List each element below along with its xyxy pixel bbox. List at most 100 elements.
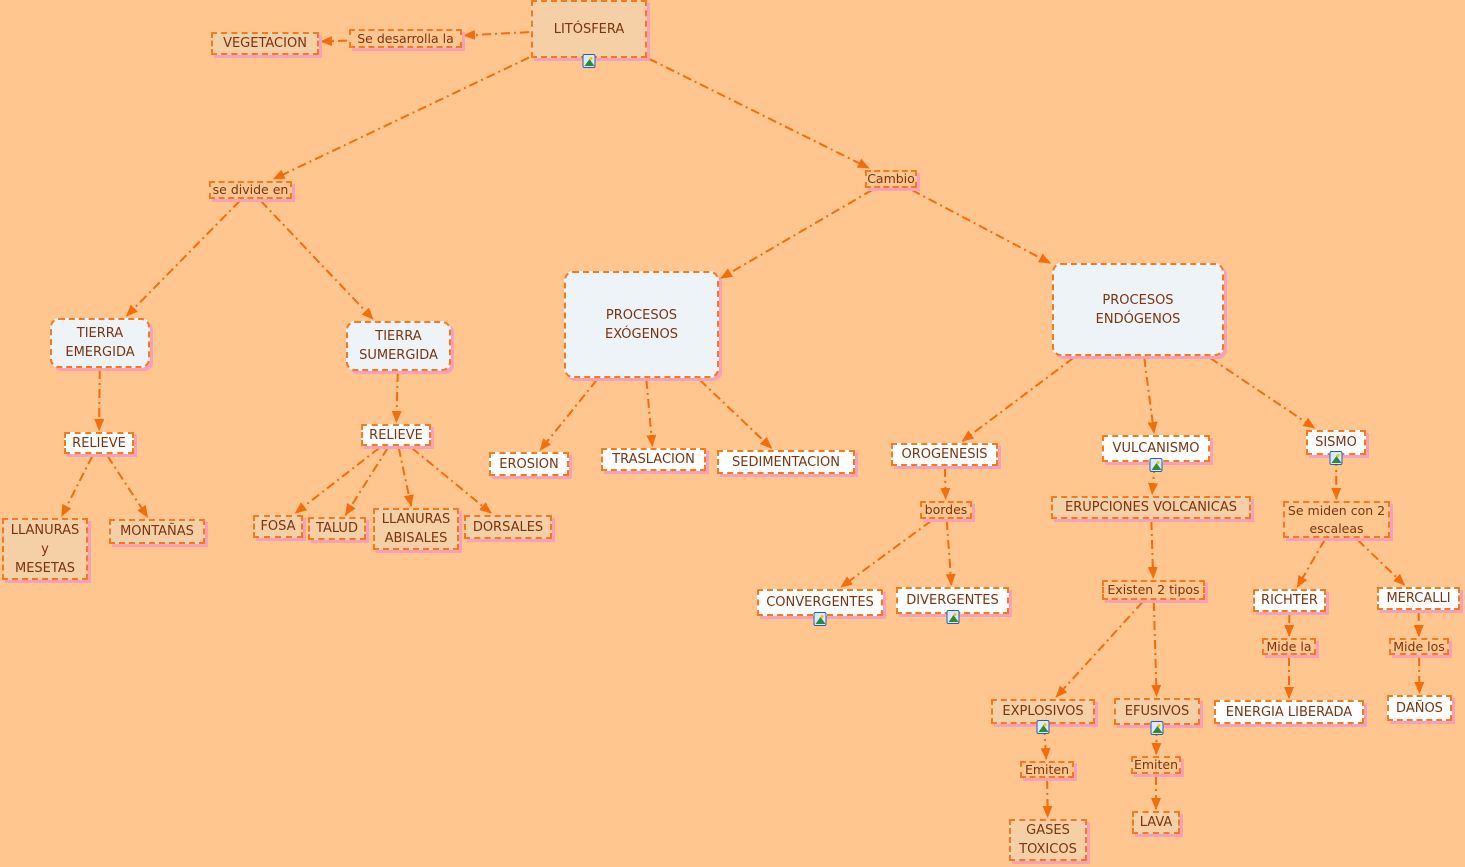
node-label: Emiten xyxy=(1024,761,1070,777)
concept-node-richter[interactable]: RICHTER xyxy=(1253,589,1326,612)
node-label: RELIEVE xyxy=(369,427,423,443)
arrow-exogenos-to-sedimentacion xyxy=(699,379,773,449)
concept-node-danos[interactable]: DAÑOS xyxy=(1387,695,1452,721)
node-label: SISMO xyxy=(1315,435,1357,450)
concept-node-vulcanismo[interactable]: VULCANISMO xyxy=(1102,435,1210,472)
arrow-litosfera-to-cambio xyxy=(648,57,870,169)
image-attachment-icon[interactable] xyxy=(1149,458,1163,472)
linking-phrase-midela[interactable]: Mide la xyxy=(1262,638,1316,655)
arrow-relieve1-to-montanas xyxy=(106,455,149,518)
arrow-divide-to-sumergida xyxy=(260,200,374,320)
arrow-orogenesis-to-bordes xyxy=(940,467,951,500)
concept-node-gases[interactable]: GASES TOXICOS xyxy=(1009,819,1087,861)
concept-node-dorsales[interactable]: DORSALES xyxy=(464,515,552,539)
image-attachment-icon[interactable] xyxy=(946,610,959,624)
node-label: Mide los xyxy=(1393,638,1445,654)
node-label: TIERRA EMERGIDA xyxy=(65,326,135,360)
node-label: TIERRA SUMERGIDA xyxy=(359,329,438,363)
node-label: DORSALES xyxy=(472,519,544,535)
node-label: ERUPCIONES VOLCANICAS xyxy=(1065,500,1237,515)
concept-node-explosivos[interactable]: EXPLOSIVOS xyxy=(991,699,1095,734)
node-label: Emiten xyxy=(1133,757,1179,772)
concept-node-divergentes[interactable]: DIVERGENTES xyxy=(896,587,1009,624)
concept-node-sedimentacion[interactable]: SEDIMENTACION xyxy=(717,450,855,474)
concept-node-energia[interactable]: ENERGIA LIBERADA xyxy=(1214,700,1364,724)
concept-node-mercalli[interactable]: MERCALLI xyxy=(1377,587,1460,610)
concept-node-exogenos[interactable]: PROCESOS EXÓGENOS xyxy=(564,271,719,378)
node-label: LITÓSFERA xyxy=(553,21,625,37)
node-label: EROSION xyxy=(499,456,559,472)
arrow-exogenos-to-traslacion xyxy=(645,379,657,447)
linking-phrase-semiden[interactable]: Se miden con 2 escaleas xyxy=(1283,501,1390,538)
arrow-endogenos-to-orogenesis xyxy=(961,357,1074,442)
concept-node-erosion[interactable]: EROSION xyxy=(489,452,569,476)
node-label: Existen 2 tipos xyxy=(1107,582,1200,597)
linking-phrase-emiten2[interactable]: Emiten xyxy=(1131,756,1181,774)
arrow-endogenos-to-sismo xyxy=(1209,357,1316,429)
concept-node-endogenos[interactable]: PROCESOS ENDÓGENOS xyxy=(1052,263,1224,356)
node-label: LAVA xyxy=(1139,815,1173,830)
arrow-semiden-to-richter xyxy=(1296,539,1326,588)
node-label: VULCANISMO xyxy=(1112,441,1200,456)
arrow-erupciones-to-existen xyxy=(1147,520,1158,579)
concept-node-fosa[interactable]: FOSA xyxy=(253,515,303,538)
node-label: PROCESOS ENDÓGENOS xyxy=(1095,292,1181,327)
node-label: Cambio xyxy=(867,171,915,186)
concept-node-sumergida[interactable]: TIERRA SUMERGIDA xyxy=(346,321,451,371)
concept-node-vegetacion[interactable]: VEGETACION xyxy=(211,32,319,55)
node-label: EXPLOSIVOS xyxy=(1002,704,1084,719)
image-attachment-icon[interactable] xyxy=(1329,451,1343,465)
linking-phrase-bordes[interactable]: bordes xyxy=(920,501,972,519)
arrow-cambio-to-exogenos xyxy=(720,189,873,280)
image-attachment-icon[interactable] xyxy=(813,612,827,626)
concept-node-sismo[interactable]: SISMO xyxy=(1306,430,1366,465)
node-label: DAÑOS xyxy=(1396,700,1443,716)
node-label: RELIEVE xyxy=(72,435,126,451)
concept-node-relieve2[interactable]: RELIEVE xyxy=(361,424,431,446)
linking-phrase-cambio[interactable]: Cambio xyxy=(865,170,917,188)
node-label: se divide en xyxy=(212,182,289,197)
arrow-litosfera-to-desarrolla xyxy=(463,29,530,40)
arrow-divide-to-emergida xyxy=(125,200,241,317)
linking-phrase-emiten1[interactable]: Emiten xyxy=(1020,761,1074,778)
image-attachment-icon[interactable] xyxy=(1150,721,1164,735)
node-label: FOSA xyxy=(260,519,296,534)
concept-node-montanas[interactable]: MONTAÑAS xyxy=(109,519,205,544)
linking-phrase-desarrolla[interactable]: Se desarrolla la xyxy=(349,29,462,48)
arrow-bordes-to-convergentes xyxy=(840,520,932,588)
concept-node-abisales[interactable]: LLANURAS ABISALES xyxy=(373,508,459,550)
concept-node-efusivos[interactable]: EFUSIVOS xyxy=(1114,698,1200,735)
node-label: MONTAÑAS xyxy=(120,524,194,539)
arrow-bordes-to-divergentes xyxy=(945,520,956,586)
node-label: LLANURAS ABISALES xyxy=(381,512,451,546)
arrow-relieve2-to-abisales xyxy=(397,447,414,507)
concept-node-relieve1[interactable]: RELIEVE xyxy=(64,432,134,454)
arrow-existen-to-efusivos xyxy=(1151,601,1162,697)
concept-node-lava[interactable]: LAVA xyxy=(1132,811,1180,834)
concept-node-litosfera[interactable]: LITÓSFERA xyxy=(531,0,647,68)
node-label: EFUSIVOS xyxy=(1124,704,1190,719)
node-label: RICHTER xyxy=(1261,593,1318,608)
concept-node-llanuras[interactable]: LLANURAS y MESETAS xyxy=(2,518,88,580)
node-label: CONVERGENTES xyxy=(766,595,874,610)
node-label: bordes xyxy=(924,502,968,517)
concept-node-traslacion[interactable]: TRASLACION xyxy=(601,448,706,471)
concept-node-talud[interactable]: TALUD xyxy=(308,517,366,540)
arrow-relieve1-to-llanuras xyxy=(60,455,94,517)
concept-node-erupciones[interactable]: ERUPCIONES VOLCANICAS xyxy=(1051,496,1251,519)
node-label: Se miden con 2 escaleas xyxy=(1287,502,1386,536)
arrow-endogenos-to-vulcanismo xyxy=(1143,357,1158,434)
node-label: TALUD xyxy=(316,521,358,536)
concept-node-emergida[interactable]: TIERRA EMERGIDA xyxy=(50,318,150,368)
node-label: OROGENESIS xyxy=(901,447,988,462)
arrow-exogenos-to-erosion xyxy=(539,379,598,451)
linking-phrase-divide[interactable]: se divide en xyxy=(209,181,292,199)
concept-node-orogenesis[interactable]: OROGENESIS xyxy=(891,443,998,466)
linking-phrase-midelos[interactable]: Mide los xyxy=(1389,638,1449,655)
linking-phrase-existen[interactable]: Existen 2 tipos xyxy=(1102,580,1205,600)
image-attachment-icon[interactable] xyxy=(1036,720,1050,734)
arrow-emergida-to-relieve1 xyxy=(94,369,105,431)
concept-node-convergentes[interactable]: CONVERGENTES xyxy=(757,589,883,626)
image-attachment-icon[interactable] xyxy=(582,54,596,68)
arrow-cambio-to-endogenos xyxy=(911,189,1051,264)
